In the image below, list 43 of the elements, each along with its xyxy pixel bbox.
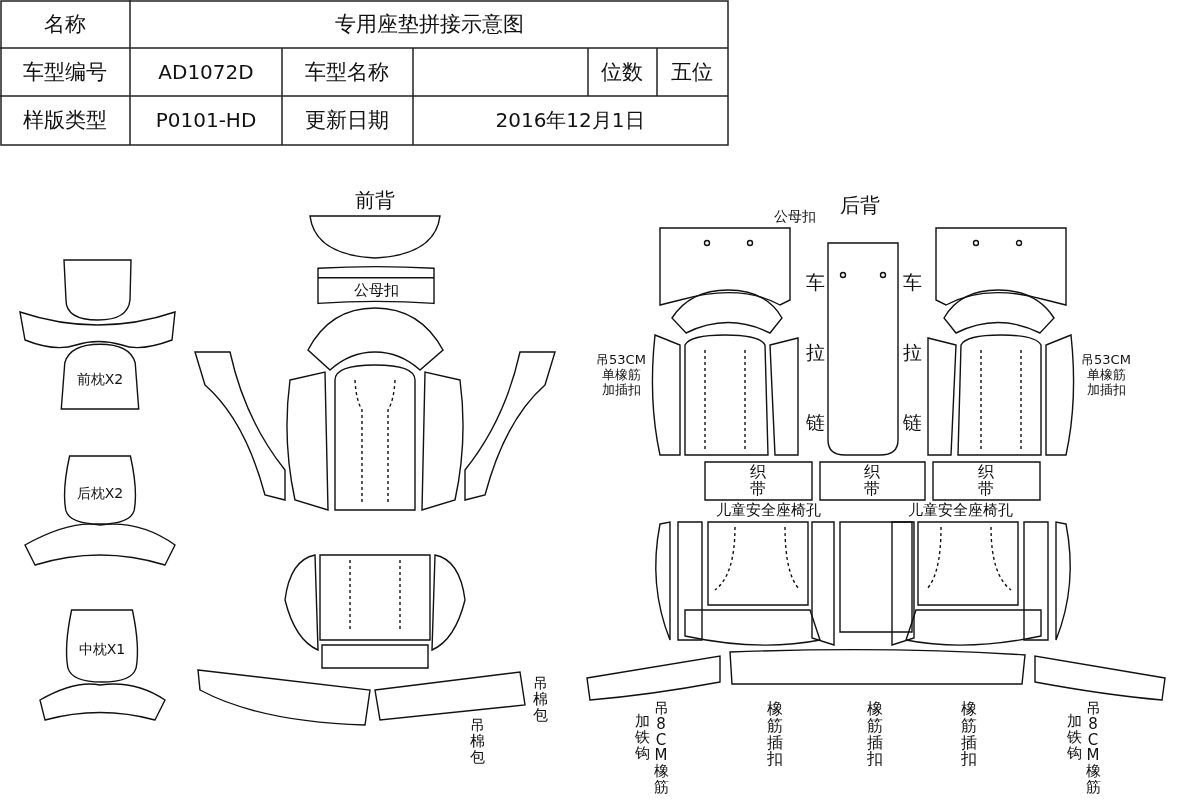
part-note: 吊8CM橡筋 (653, 700, 669, 796)
part-note: 吊53CM单橡筋加插扣 (596, 352, 646, 398)
part-note: 吊8CM橡筋 (1085, 700, 1101, 796)
part-note: 橡筋插扣 (867, 701, 883, 769)
part-note: 织带 (978, 464, 994, 498)
part-note: 拉 (805, 342, 825, 364)
table-header: 名称 (44, 11, 86, 37)
part-note: 车 (902, 272, 922, 294)
part-note: 吊棉包 (532, 676, 548, 724)
field-value: 五位 (671, 59, 713, 85)
field-label: 车型名称 (305, 59, 389, 85)
piece-label: 前枕X2 (76, 371, 124, 389)
part-note: 公母扣 (774, 207, 816, 225)
part-note: 儿童安全座椅孔 (907, 502, 1013, 520)
pattern-piece (318, 265, 434, 305)
part-note: 吊棉包 (469, 718, 485, 766)
pattern-piece (64, 610, 140, 682)
field-value: P0101-HD (155, 108, 257, 132)
field-label: 位数 (601, 59, 643, 85)
part-note: 加铁钩 (634, 714, 650, 762)
part-note: 车 (805, 272, 825, 294)
field-value: 2016年12月1日 (495, 108, 645, 132)
part-note: 吊53CM单橡筋加插扣 (1081, 352, 1131, 398)
part-note: 织带 (864, 464, 880, 498)
field-label: 样版类型 (23, 107, 107, 133)
field-label: 更新日期 (305, 107, 389, 133)
field-value: 专用座垫拼接示意图 (334, 11, 524, 37)
pattern-piece (62, 456, 138, 524)
part-note: 加铁钩 (1066, 714, 1082, 762)
part-note: 儿童安全座椅孔 (715, 502, 821, 520)
part-note: 橡筋插扣 (767, 701, 783, 769)
part-note: 织带 (750, 464, 766, 498)
field-value: AD1072D (158, 60, 254, 84)
part-note: 链 (805, 412, 825, 434)
piece-label: 中枕X1 (78, 641, 126, 659)
piece-label: 后枕X2 (76, 485, 124, 503)
part-note: 链 (902, 412, 922, 434)
piece-label: 公母扣 (353, 280, 399, 300)
section-title: 前背 (355, 188, 395, 212)
part-note: 橡筋插扣 (961, 701, 977, 769)
part-note: 拉 (902, 342, 922, 364)
section-title: 后背 (840, 193, 880, 217)
field-label: 车型编号 (23, 59, 107, 85)
